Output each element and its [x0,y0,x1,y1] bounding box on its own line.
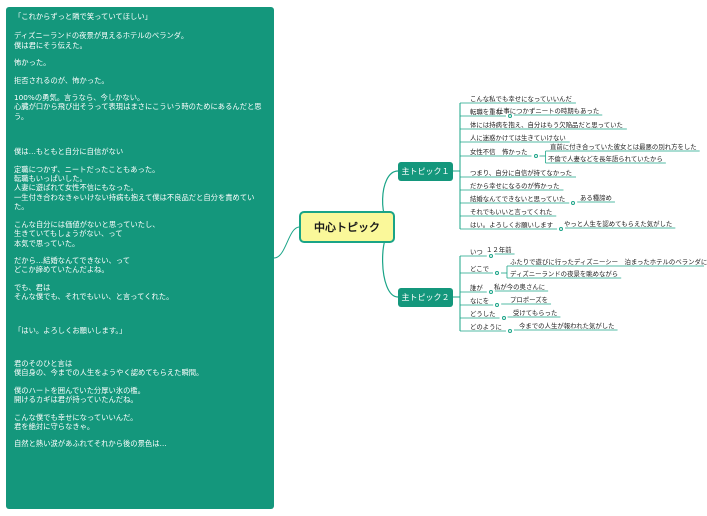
subtopic-item[interactable]: 人に迷惑かけては生きていけない [470,134,566,142]
main-topic-label: 主トピック２ [401,293,450,302]
expand-collapse-icon[interactable] [533,154,538,158]
subtopic-item[interactable]: 結婚なんてできないと思っていた [470,195,566,203]
expand-collapse-icon[interactable] [571,201,576,205]
note-paragraph: だから…結婚なんてできない、って どこか諦めていたんだよね。 [14,255,131,275]
subtopic-item[interactable]: どのように [470,323,502,331]
note-paragraph: 僕は…もともと自分に自信がない [14,147,124,157]
note-paragraph: 怖かった。 [14,58,51,68]
subtopic-item[interactable]: 誰が [470,284,483,292]
detail-item[interactable]: 仕事につかずニートの時期もあった [497,107,600,115]
subtopic-item[interactable]: はい。よろしくお願いします [470,221,554,229]
note-paragraph: こんな僕でも幸せになっていいんだ。 君を絶対に守らなきゃ。 [14,412,138,431]
note-paragraph: ディズニーランドの夜景が見えるホテルのベランダ。 僕は君にそう伝えた。 [14,31,189,50]
detail-item[interactable]: 不倫で人妻などを長年語られていたから [548,155,663,163]
central-topic[interactable]: 中心トピック [299,211,395,243]
expand-collapse-icon[interactable] [488,254,493,258]
subtopic-item[interactable]: なにを [470,297,490,305]
note-paragraph: でも、君は そんな僕でも、それでもいい、と言ってくれた。 [14,282,174,302]
detail-item[interactable]: ディズニーランドの夜景を眺めながら [510,270,619,278]
expand-collapse-icon[interactable] [488,290,493,294]
detail-item[interactable]: 私が今の奥さんに [494,283,546,291]
note-paragraph: 「はい。よろしくお願いします。」 [14,325,127,335]
note-paragraph: 「これからずっと隣で笑っていてほしい」 [14,12,152,21]
subtopic-item[interactable]: どこで [470,265,489,273]
expand-collapse-icon[interactable] [507,329,512,333]
note-paragraph: 君のそのひと言は 僕自身の、今までの人生をようやく認めてもらえた瞬間。 [14,358,204,378]
detail-item[interactable]: 直前に付き合っていた彼女とは最悪の別れ方をした [550,143,697,151]
note-paragraph: 拒否されるのが、怖かった。 [14,75,109,85]
subtopic-item[interactable]: 転職を重ね [470,108,502,116]
main-topic-2[interactable]: 主トピック２ [398,288,453,307]
subtopic-item[interactable]: こんな私でも幸せになっていいんだ [470,95,572,103]
expand-collapse-icon[interactable] [501,316,506,320]
detail-item[interactable]: １２年前 [486,246,512,254]
expand-collapse-icon[interactable] [507,114,512,118]
subtopic-item[interactable]: つまり、自分に自信が持てなかった [470,169,572,177]
subtopic-item[interactable]: 体には持病を抱え、自分はもう欠陥品だと思っていた [470,121,623,129]
detail-item[interactable]: 今までの人生が報われた気がした [519,322,615,330]
expand-collapse-icon[interactable] [494,271,499,275]
note-paragraph: こんな自分には価値がないと思っていたし、 生きていてもしょうがない、って 本気で… [14,219,160,248]
subtopic-item[interactable]: だから幸せになるのが怖かった [470,182,560,190]
detail-item[interactable]: ある種諦め [580,194,612,202]
detail-item[interactable]: 受けてもらった [513,309,558,317]
main-topic-1[interactable]: 主トピック１ [398,162,453,181]
note-paragraph: 僕のハートを囲んでいた分厚い氷の檻。 開けるカギは君が持っていたんだね。 [14,385,145,405]
note-paragraph: 定職につかず、ニートだったこともあった。 転職もいっぱいした。 人妻に遊ばれて女… [14,164,255,212]
subtopic-item[interactable]: 女性不信 怖かった [470,148,528,156]
subtopic-item[interactable]: いつ [470,248,483,256]
main-topic-label: 主トピック１ [401,167,450,176]
detail-item[interactable]: やっと人生を認めてもらえた気がした [564,220,673,228]
detail-item[interactable]: ふたりで遊びに行ったディズニーシー 泊まったホテルのベランダにて [510,258,707,266]
expand-collapse-icon[interactable] [495,303,500,307]
expand-collapse-icon[interactable] [559,227,564,231]
subtopic-item[interactable]: どうした [470,310,496,318]
note-paragraph: 100%の勇気。言うなら、今しかない。 心臓が口から飛び出そうって表現はまさにこ… [14,93,262,121]
subtopic-item[interactable]: それでもいいと言ってくれた [470,208,553,216]
note-panel: 「これからずっと隣で笑っていてほしい」ディズニーランドの夜景が見えるホテルのベラ… [6,7,274,509]
detail-item[interactable]: プロポーズを [510,296,549,304]
central-topic-label: 中心トピック [314,221,380,234]
note-paragraph: 自然と熱い涙があふれてそれから後の景色は… [14,439,167,449]
